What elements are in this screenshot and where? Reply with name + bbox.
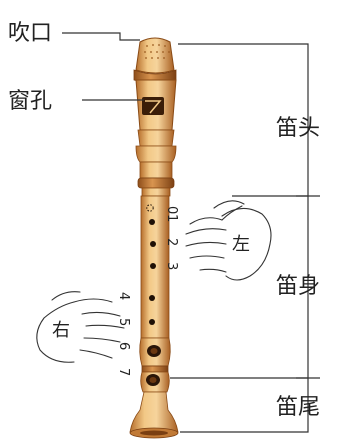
right-hand-label: 右	[52, 320, 70, 341]
right-hand-outline	[36, 291, 125, 363]
mouthpiece-dots	[144, 44, 170, 59]
left-hand-label: 左	[232, 234, 250, 255]
hole-4	[149, 295, 155, 301]
head-bracket	[178, 43, 309, 196]
hole-0	[146, 204, 154, 212]
hole-number-6: 6	[116, 342, 131, 350]
hole-numbers: 0 1 2 3 4 5 6 7	[116, 206, 179, 376]
left-hand-outline	[185, 200, 272, 281]
recorder	[129, 37, 179, 439]
foot-joint	[129, 391, 179, 433]
hole-number-4: 4	[116, 292, 131, 300]
hole-number-0: 0	[164, 206, 179, 214]
tone-holes	[146, 204, 156, 325]
hole-1	[149, 219, 155, 225]
mouthpiece-leader	[62, 32, 140, 41]
window-label: 窗孔	[8, 89, 52, 114]
window-hole	[142, 97, 164, 115]
hole-number-2: 2	[164, 238, 179, 246]
mouthpiece-label: 吹口	[8, 21, 52, 46]
hole-5	[149, 319, 155, 325]
foot-label: 笛尾	[276, 395, 320, 420]
head-label: 笛头	[276, 116, 320, 141]
leader-lines	[62, 32, 320, 433]
mouthpiece-tip	[135, 37, 175, 74]
body-label: 笛身	[276, 274, 320, 299]
hole-number-7: 7	[116, 368, 131, 376]
hole-2	[150, 241, 156, 247]
foot-bracket	[180, 378, 309, 433]
hole-number-5: 5	[116, 318, 131, 326]
hole-3	[150, 263, 156, 269]
hole-number-1: 1	[164, 214, 179, 222]
hole-number-3: 3	[164, 262, 179, 270]
